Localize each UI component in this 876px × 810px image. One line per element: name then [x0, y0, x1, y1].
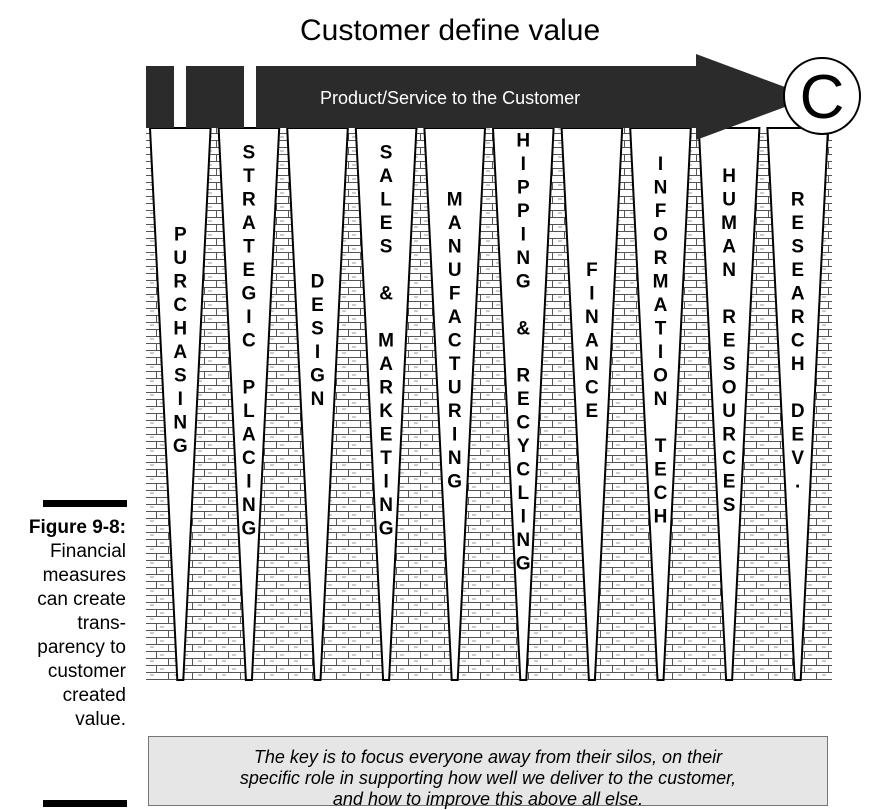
caption-line: customer: [47, 661, 126, 682]
arrow-label: Product/Service to the Customer: [320, 88, 580, 108]
caption-line: measures: [42, 565, 126, 586]
figure-label: Figure 9-8:: [28, 517, 126, 538]
caption-line: Financial: [49, 541, 126, 562]
caption-line: created: [62, 685, 126, 706]
arrow-block-1: [146, 66, 174, 128]
key-message-line: specific role in supporting how well we …: [239, 768, 737, 788]
value-stream-arrow: [256, 54, 812, 140]
caption-bottom-rule: [43, 800, 127, 807]
figure-caption: Figure 9-8: Financial measures can creat…: [0, 516, 126, 732]
caption-line: trans-: [77, 613, 126, 634]
customer-symbol: C: [800, 63, 845, 132]
key-message-line: The key is to focus everyone away from t…: [253, 747, 723, 767]
caption-top-rule: [43, 500, 127, 507]
key-message-box: The key is to focus everyone away from t…: [148, 736, 828, 809]
caption-line: value.: [75, 709, 126, 730]
caption-line: parency to: [37, 637, 126, 658]
customer-circle: [783, 57, 861, 135]
silo-shape: [697, 127, 761, 681]
diagram-title: Customer define value: [300, 14, 601, 47]
key-message-line: and how to improve this above all else.: [332, 789, 644, 809]
caption-line: can create: [37, 589, 126, 610]
arrow-block-2: [186, 66, 244, 128]
